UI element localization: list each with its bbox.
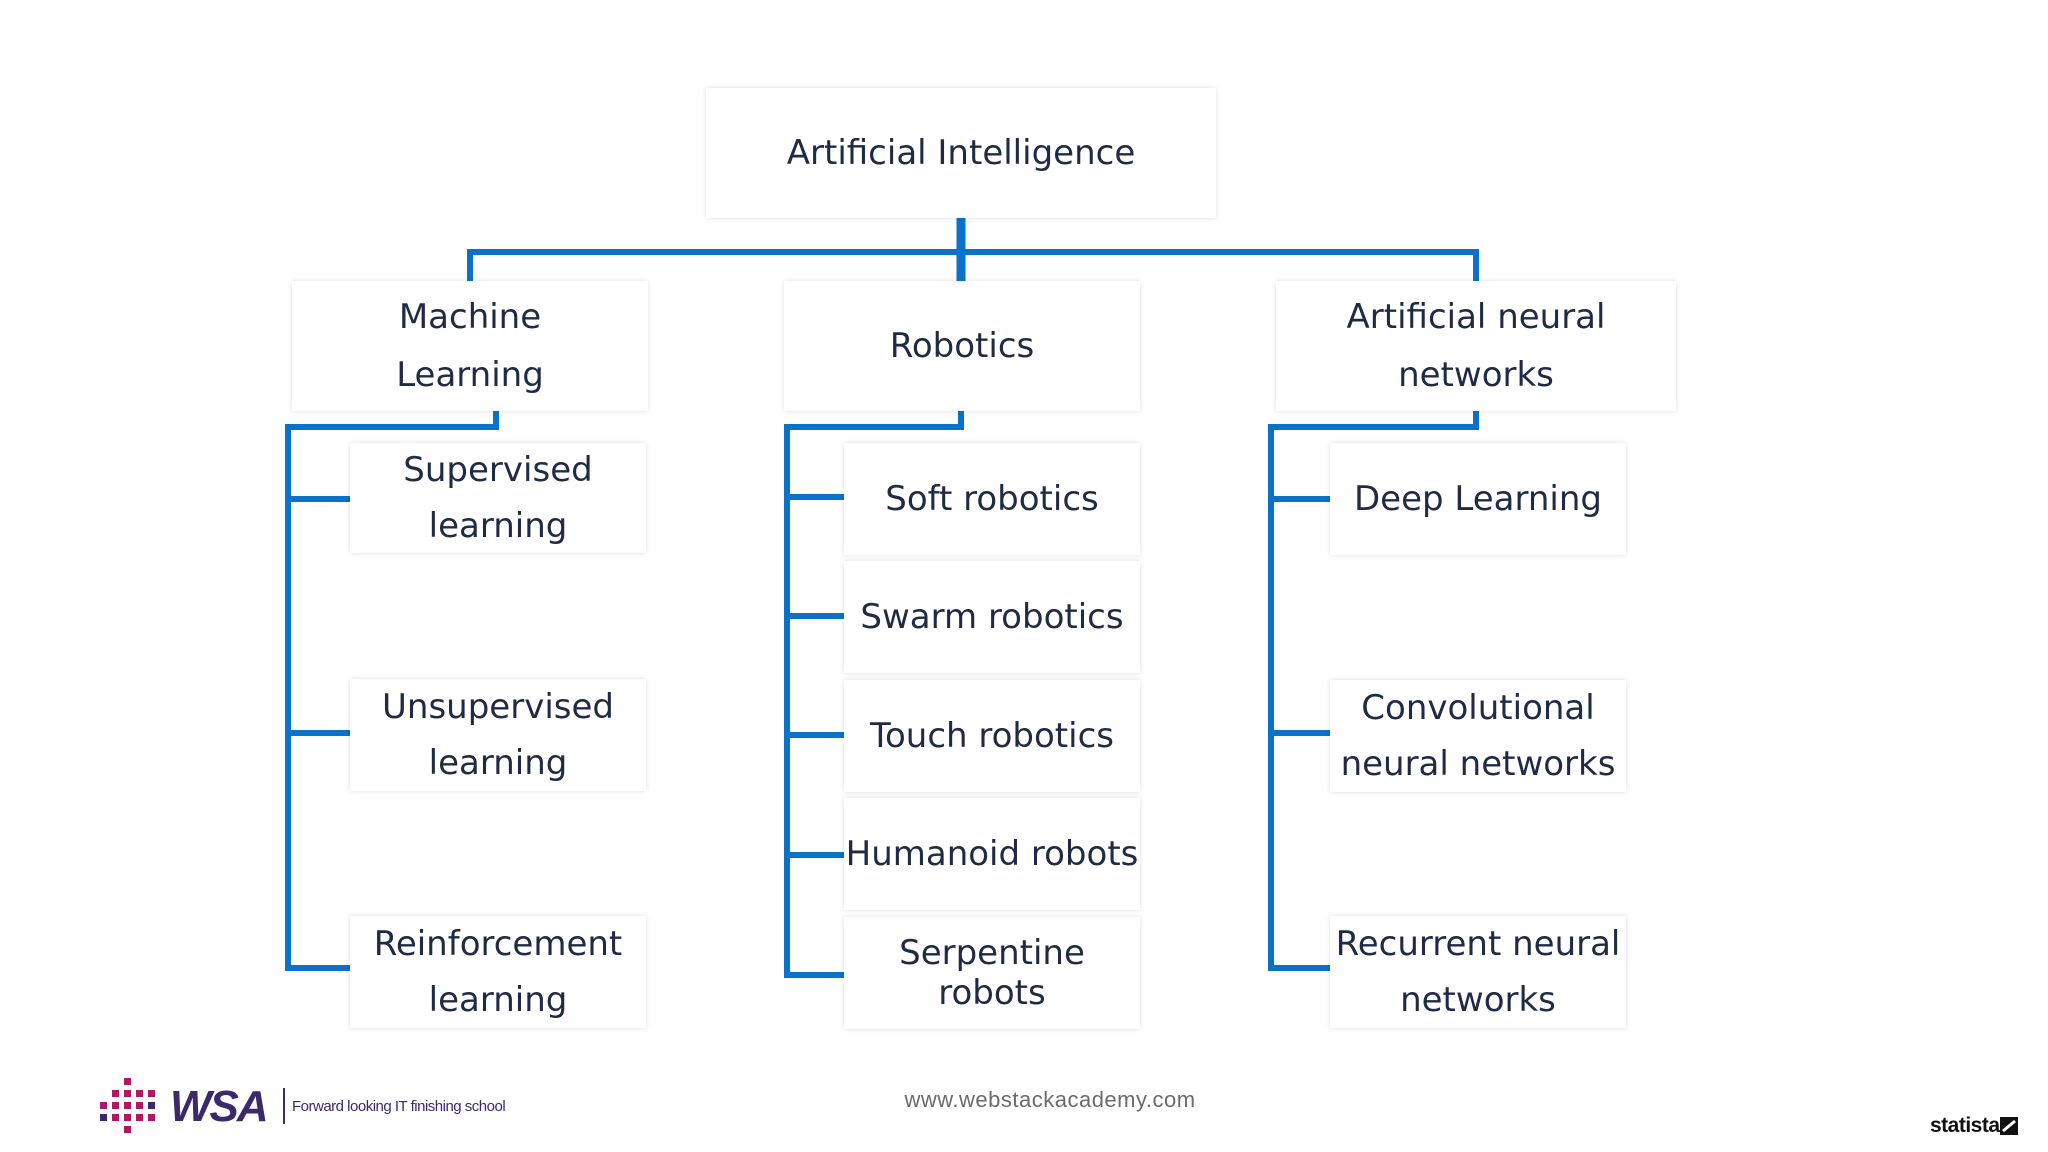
leaf-label-line: learning — [428, 743, 568, 783]
branch-node-machine-learning: Machine Learning — [292, 281, 648, 411]
leaf-node-swarm-robotics: Swarm robotics — [844, 561, 1140, 673]
branch-label-line: Robotics — [889, 326, 1035, 366]
statista-icon — [2000, 1117, 2018, 1135]
leaf-label-line: Recurrent neural — [1335, 924, 1621, 964]
leaf-label-line: learning — [428, 506, 568, 546]
leaf-node-unsupervised-learning: Unsupervised learning — [350, 679, 646, 791]
logo-divider — [283, 1088, 285, 1124]
leaf-node-convolutional-neural-networks: Convolutional neural networks — [1330, 680, 1626, 792]
leaf-label-line: neural networks — [1340, 744, 1616, 784]
connector-top-bus — [467, 249, 1479, 283]
leaf-label-line: Humanoid robots — [845, 834, 1139, 874]
leaf-label-line: Serpentine robots — [899, 933, 1085, 1013]
branch-label-line: Artificial neural — [1346, 297, 1606, 337]
leaf-node-serpentine-robots: Serpentine robots — [844, 917, 1140, 1029]
branch-label-line: networks — [1398, 355, 1554, 395]
leaf-label-line: Supervised — [403, 450, 593, 490]
connector-ml-spine — [285, 408, 499, 971]
statista-logo: statista — [1930, 1114, 2030, 1140]
leaf-node-touch-robotics: Touch robotics — [844, 680, 1140, 792]
leaf-node-reinforcement-learning: Reinforcement learning — [350, 916, 646, 1028]
statista-wordmark: statista — [1930, 1114, 2000, 1137]
root-label: Artificial Intelligence — [786, 133, 1136, 173]
footer-url: www.webstackacademy.com — [904, 1087, 1196, 1112]
leaf-node-supervised-learning: Supervised learning — [350, 443, 646, 553]
wsa-dots-icon — [100, 1078, 155, 1133]
leaf-node-deep-learning: Deep Learning — [1330, 443, 1626, 555]
leaf-label-line: Touch robotics — [870, 716, 1114, 756]
leaf-label-line: Deep Learning — [1353, 479, 1602, 519]
branch-label-line: Learning — [396, 355, 544, 395]
logo-tagline: Forward looking IT finishing school — [292, 1098, 506, 1115]
branch-node-artificial-neural-networks: Artificial neural networks — [1276, 281, 1676, 411]
connector-robotics-spine — [784, 408, 964, 978]
leaf-label-line: Soft robotics — [885, 479, 1099, 519]
logo-wordmark: WSA — [170, 1082, 269, 1131]
leaf-label-line: Swarm robotics — [860, 597, 1124, 637]
connector-ann-spine — [1268, 408, 1479, 971]
branch-node-robotics: Robotics — [784, 281, 1140, 411]
leaf-label-line: Unsupervised — [382, 687, 614, 727]
wsa-logo: WSA Forward looking IT finishing school — [100, 1078, 540, 1140]
leaf-label-line: Convolutional — [1361, 688, 1595, 728]
leaf-label-line: Reinforcement — [373, 924, 623, 964]
leaf-node-humanoid-robots: Humanoid robots — [844, 798, 1140, 910]
leaf-node-recurrent-neural-networks: Recurrent neural networks — [1330, 916, 1626, 1028]
leaf-label-line: learning — [428, 980, 568, 1020]
leaf-node-soft-robotics: Soft robotics — [844, 443, 1140, 555]
root-node-artificial-intelligence: Artificial Intelligence — [706, 88, 1216, 218]
leaf-label-line: networks — [1400, 980, 1556, 1020]
branch-label-line: Machine — [398, 297, 542, 337]
